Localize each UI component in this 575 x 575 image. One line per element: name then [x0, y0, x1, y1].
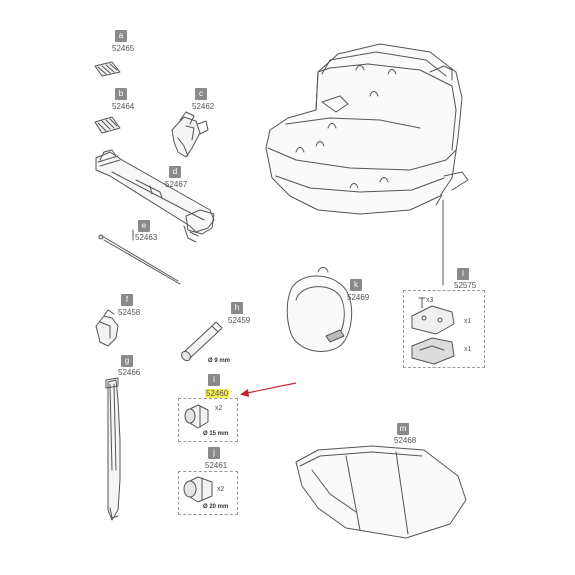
- part-l-screws-qty: x3: [426, 297, 434, 304]
- part-h-code: 52459: [228, 316, 251, 325]
- part-b-code: 52464: [112, 102, 135, 111]
- part-k-bag-drawing: [286, 267, 353, 352]
- part-f-letter: f: [121, 294, 133, 306]
- part-g-code: 52466: [118, 368, 141, 377]
- part-l-code: 52575: [454, 281, 477, 290]
- part-b-letter: b: [115, 88, 127, 100]
- part-m-code: 52468: [394, 436, 417, 445]
- part-h-size: Ø 9 mm: [208, 358, 231, 364]
- part-h-pin-drawing: [181, 321, 223, 362]
- part-a-letter: a: [115, 30, 127, 42]
- part-f-code: 52458: [118, 308, 141, 317]
- part-m-letter: m: [397, 423, 409, 435]
- part-d-rail-drawing: [95, 149, 215, 243]
- part-a-pad-drawing: [94, 61, 121, 77]
- main-case-drawing: [265, 43, 469, 215]
- part-a-code: 52465: [112, 44, 135, 53]
- part-l-bracket-b-qty: x1: [464, 346, 472, 353]
- part-l-bracket-a-qty: x1: [464, 318, 472, 325]
- part-l-letter: l: [457, 268, 469, 280]
- part-e-code: 52463: [135, 233, 158, 242]
- highlight-arrow: [240, 382, 297, 397]
- part-j-letter: j: [208, 447, 220, 459]
- part-j-plug-drawing: [183, 476, 213, 503]
- part-j-box: [178, 471, 238, 515]
- part-l-box: [403, 290, 485, 368]
- part-i-code-highlighted: 52460: [205, 389, 230, 398]
- part-j-size: Ø 20 mm: [203, 504, 229, 510]
- part-i-plug-drawing: [184, 404, 209, 429]
- part-i-size: Ø 15 mm: [203, 431, 229, 437]
- part-i-qty: x2: [215, 405, 223, 412]
- part-g-letter: g: [121, 355, 133, 367]
- part-m-cover-drawing: [295, 445, 467, 539]
- part-c-clamp-drawing: [171, 111, 209, 158]
- part-j-qty: x2: [217, 486, 225, 493]
- part-j-code: 52461: [205, 461, 228, 470]
- part-c-code: 52462: [192, 102, 215, 111]
- part-f-bracket-drawing: [95, 309, 119, 347]
- part-d-code: 52467: [165, 180, 188, 189]
- part-d-letter: d: [169, 166, 181, 178]
- part-c-letter: c: [195, 88, 207, 100]
- part-e-rod-drawing: [98, 234, 181, 285]
- part-g-strap-drawing: [105, 377, 121, 521]
- part-e-letter: e: [138, 220, 150, 232]
- part-i-box: [178, 398, 238, 442]
- part-b-pad-drawing: [94, 116, 121, 134]
- part-k-code: 52469: [347, 293, 370, 302]
- part-k-letter: k: [350, 279, 362, 291]
- part-i-letter: i: [208, 374, 220, 386]
- part-h-letter: h: [231, 302, 243, 314]
- part-l-kit-drawing: [411, 297, 455, 365]
